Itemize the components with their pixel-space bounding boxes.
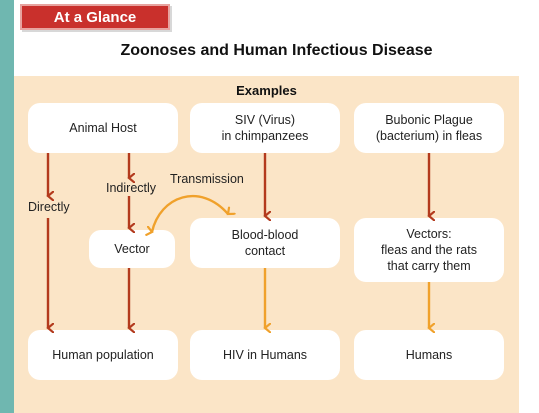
vectors-fleas-box: Vectors: fleas and the rats that carry t… — [354, 218, 504, 282]
transmission-label: Transmission — [170, 172, 244, 186]
at-a-glance-badge: At a Glance — [20, 4, 170, 30]
humans-box: Humans — [354, 330, 504, 380]
diagram-title: Zoonoses and Human Infectious Disease — [120, 42, 433, 59]
human-population-box: Human population — [28, 330, 178, 380]
hiv-humans-box: HIV in Humans — [190, 330, 340, 380]
bubonic-plague-box: Bubonic Plague (bacterium) in fleas — [354, 103, 504, 153]
side-accent-bar — [0, 0, 14, 413]
siv-box: SIV (Virus) in chimpanzees — [190, 103, 340, 153]
directly-label: Directly — [28, 200, 70, 214]
indirectly-label: Indirectly — [106, 181, 157, 195]
examples-heading: Examples — [236, 83, 297, 98]
badge-label: At a Glance — [53, 9, 137, 26]
transmission-curve — [152, 195, 228, 232]
animal-host-box: Animal Host — [28, 103, 178, 153]
